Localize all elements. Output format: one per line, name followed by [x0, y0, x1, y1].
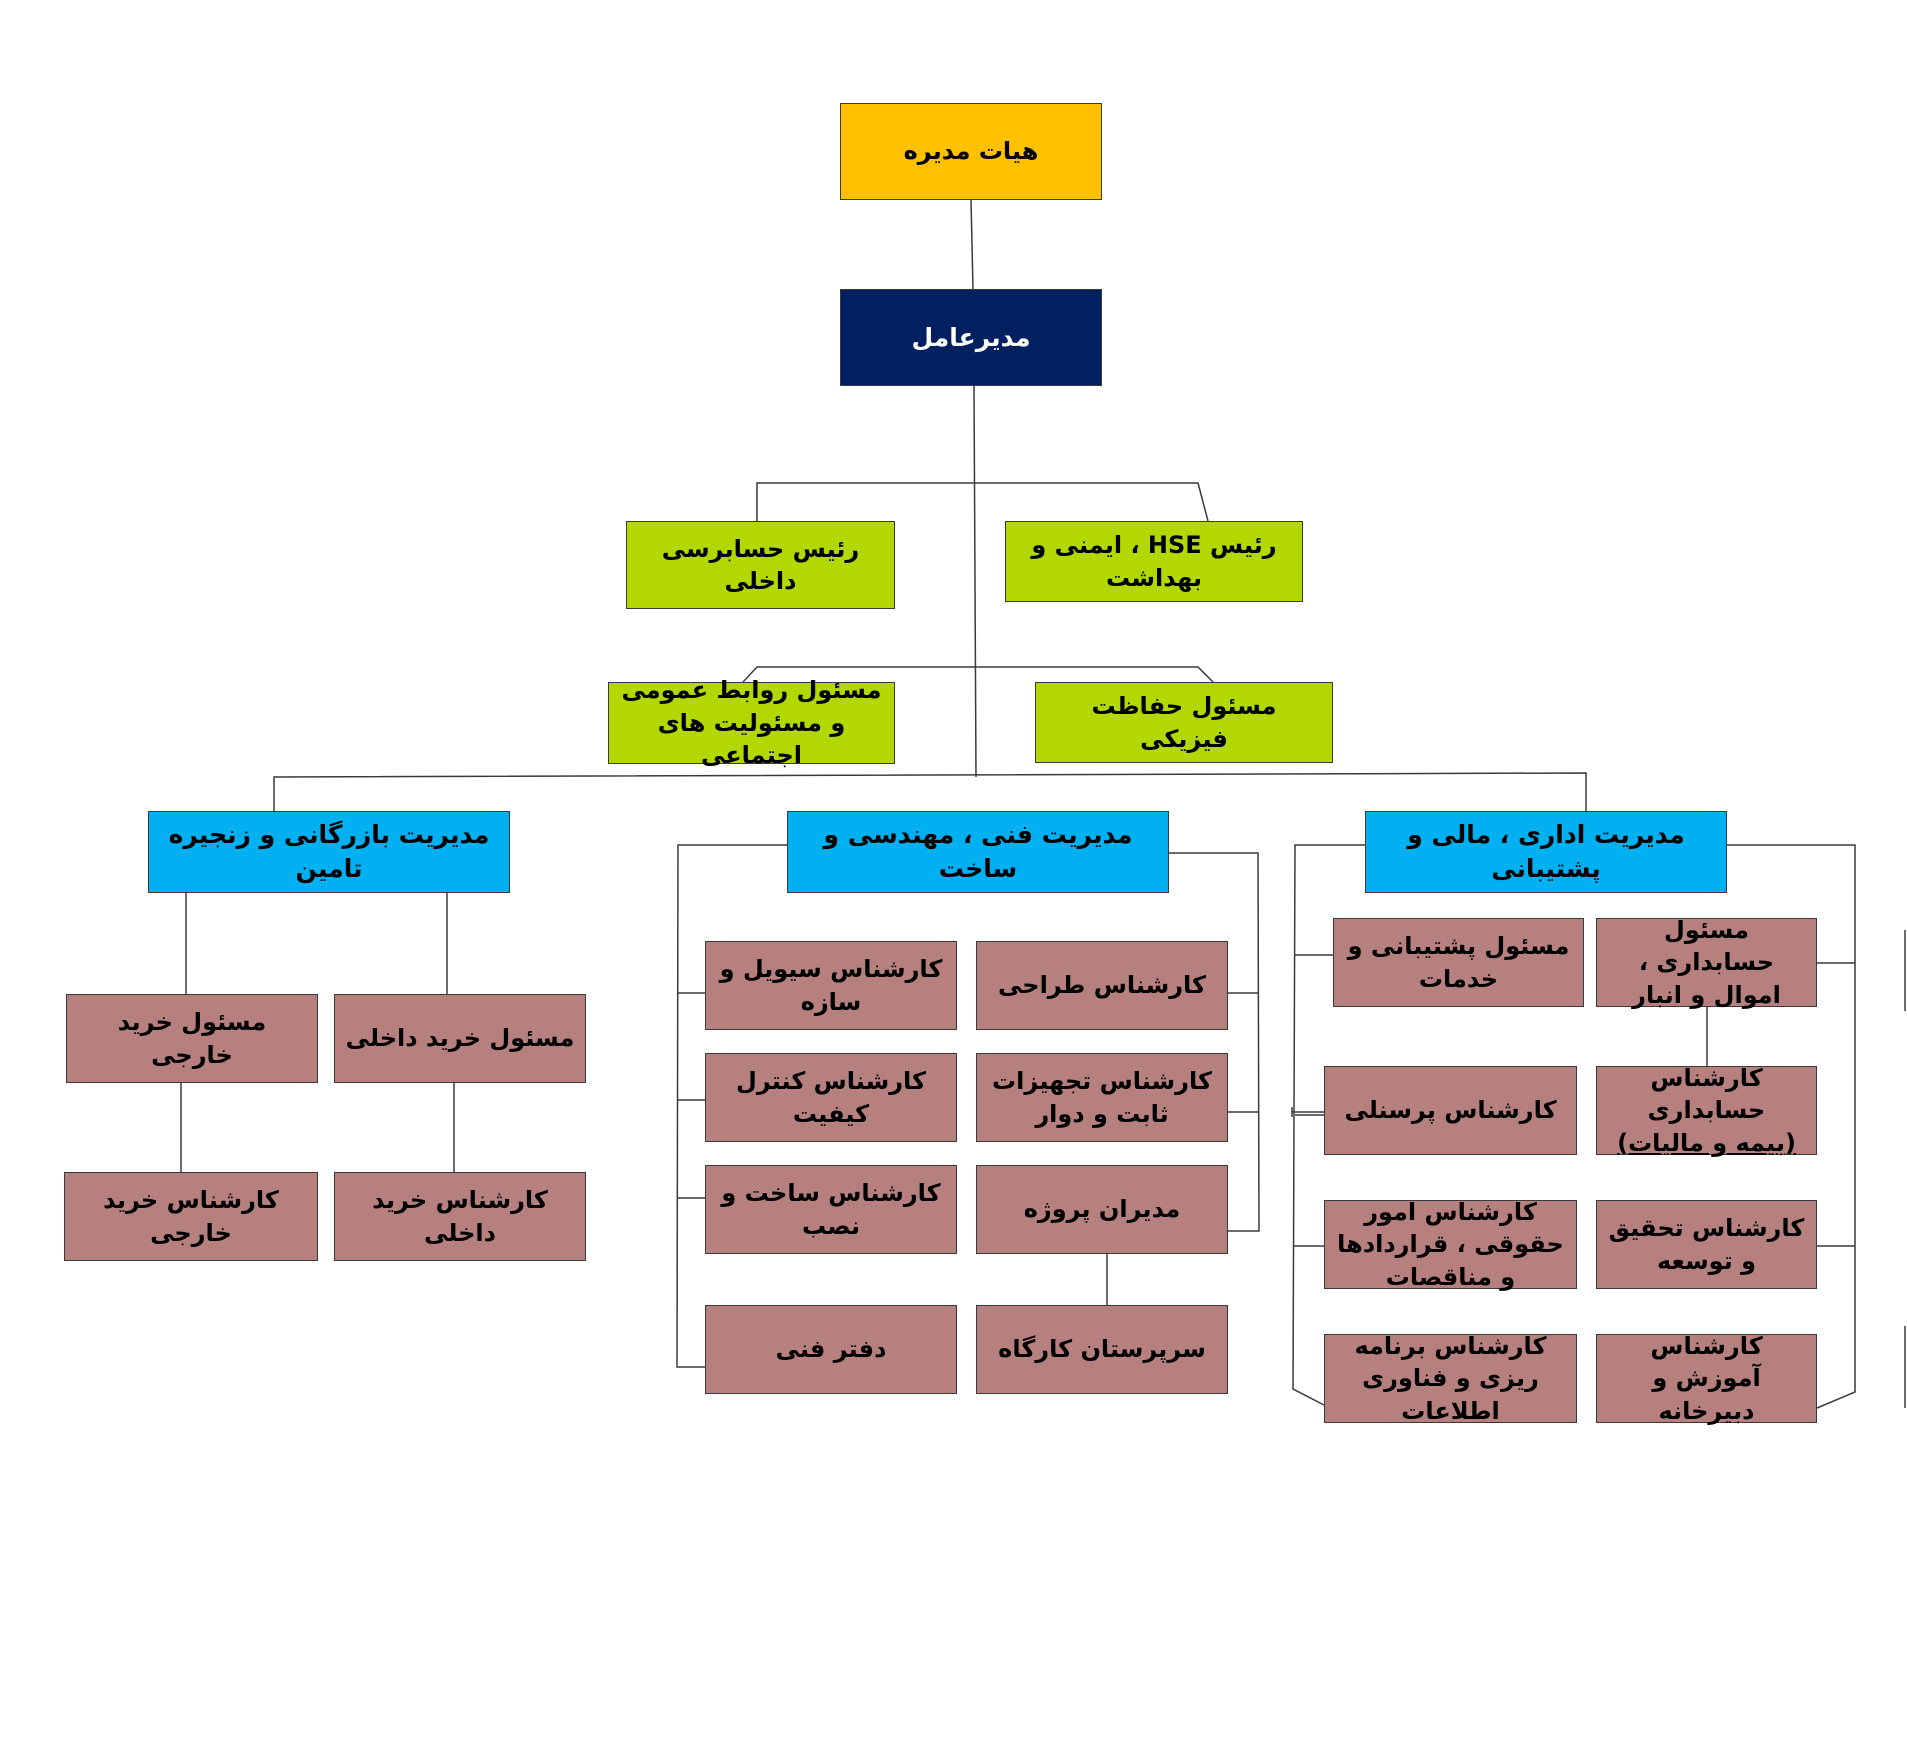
foreign-purchase-expert-node: کارشناس خرید خارجی — [64, 1172, 318, 1261]
it-planning-expert-node: کارشناس برنامه ریزی و فناوری اطلاعات — [1324, 1332, 1577, 1425]
technical-management-label: مدیریت فنی ، مهندسی و ساخت — [823, 820, 1133, 883]
physical-security-node: مسئول حفاظت فیزیکی — [1035, 682, 1333, 763]
internal-audit-node: رئیس حسابرسی داخلی — [626, 521, 895, 609]
hse-head-label: رئیس HSE ، ایمنی و بهداشت — [1031, 531, 1277, 592]
connector-line — [273, 772, 1587, 811]
connector-line — [1292, 844, 1365, 1406]
training-expert-node: کارشناس آموزش و دبیرخانه — [1596, 1332, 1817, 1425]
technical-management-node: مدیریت فنی ، مهندسی و ساخت — [787, 811, 1169, 893]
site-supervisor-label: سرپرستان کارگاه — [998, 1335, 1206, 1364]
commerce-management-label: مدیریت بازرگانی و زنجیره تامین — [168, 820, 490, 883]
hse-head-node: رئیس HSE ، ایمنی و بهداشت — [1005, 521, 1303, 602]
construction-expert-label: کارشناس ساخت و نصب — [721, 1179, 941, 1240]
quality-expert-label: کارشناس کنترل کیفیت — [736, 1067, 926, 1128]
board-label: هیات مدیره — [903, 137, 1039, 166]
project-managers-label: مدیران پروژه — [1023, 1195, 1181, 1224]
legal-expert-label: کارشناس امور حقوقی ، قراردادها و مناقصات — [1337, 1197, 1564, 1291]
connector-line — [1169, 852, 1260, 1232]
connector-line — [676, 844, 787, 1368]
foreign-purchase-expert-label: کارشناس خرید خارجی — [103, 1186, 279, 1247]
domestic-purchase-expert-label: کارشناس خرید داخلی — [372, 1186, 548, 1247]
rnd-expert-label: کارشناس تحقیق و توسعه — [1608, 1214, 1805, 1275]
domestic-purchase-officer-label: مسئول خرید داخلی — [345, 1024, 575, 1053]
personnel-expert-node: کارشناس پرسنلی — [1324, 1066, 1577, 1155]
connector-line — [742, 666, 1214, 683]
support-officer-label: مسئول پشتیبانی و خدمات — [1347, 932, 1570, 993]
connector-line — [1727, 844, 1856, 1409]
civil-expert-label: کارشناس سیویل و سازه — [719, 955, 943, 1016]
commerce-management-node: مدیریت بازرگانی و زنجیره تامین — [148, 811, 510, 893]
internal-audit-label: رئیس حسابرسی داخلی — [661, 534, 860, 595]
quality-expert-node: کارشناس کنترل کیفیت — [705, 1053, 957, 1142]
admin-finance-management-label: مدیریت اداری ، مالی و پشتیبانی — [1407, 820, 1685, 883]
design-expert-node: کارشناس طراحی — [976, 941, 1228, 1030]
accounting-officer-label: مسئول حسابداری ، اموال و انبار — [1632, 915, 1781, 1009]
equipment-expert-label: کارشناس تجهیزات ثابت و دوار — [992, 1067, 1212, 1128]
project-managers-node: مدیران پروژه — [976, 1165, 1228, 1254]
accounting-officer-node: مسئول حسابداری ، اموال و انبار — [1596, 916, 1817, 1009]
board-node: هیات مدیره — [840, 103, 1102, 200]
technical-office-label: دفتر فنی — [775, 1335, 887, 1364]
accounting-expert-node: کارشناس حسابداری (بیمه و مالیات) — [1596, 1064, 1817, 1157]
connector-line — [970, 199, 974, 290]
training-expert-label: کارشناس آموزش و دبیرخانه — [1650, 1331, 1763, 1425]
construction-expert-node: کارشناس ساخت و نصب — [705, 1165, 957, 1254]
public-relations-label: مسئول روابط عمومی و مسئولیت های اجتماعی — [621, 676, 882, 770]
design-expert-label: کارشناس طراحی — [998, 971, 1207, 1000]
accounting-expert-label: کارشناس حسابداری — [1647, 1063, 1766, 1125]
foreign-purchase-officer-label: مسئول خرید خارجی — [117, 1008, 267, 1069]
equipment-expert-node: کارشناس تجهیزات ثابت و دوار — [976, 1053, 1228, 1142]
ceo-label: مدیرعامل — [911, 322, 1031, 352]
personnel-expert-label: کارشناس پرسنلی — [1344, 1096, 1557, 1125]
it-planning-expert-label: کارشناس برنامه ریزی و فناوری اطلاعات — [1354, 1331, 1547, 1425]
public-relations-node: مسئول روابط عمومی و مسئولیت های اجتماعی — [608, 676, 895, 769]
domestic-purchase-officer-node: مسئول خرید داخلی — [334, 994, 586, 1083]
ceo-node: مدیرعامل — [840, 289, 1102, 386]
foreign-purchase-officer-node: مسئول خرید خارجی — [66, 994, 318, 1083]
civil-expert-node: کارشناس سیویل و سازه — [705, 941, 957, 1030]
physical-security-label: مسئول حفاظت فیزیکی — [1091, 692, 1277, 753]
site-supervisor-node: سرپرستان کارگاه — [976, 1305, 1228, 1394]
support-officer-node: مسئول پشتیبانی و خدمات — [1333, 918, 1584, 1007]
rnd-expert-node: کارشناس تحقیق و توسعه — [1596, 1200, 1817, 1289]
legal-expert-node: کارشناس امور حقوقی ، قراردادها و مناقصات — [1324, 1198, 1577, 1291]
accounting-expert-sublabel: (بیمه و مالیات) — [1617, 1128, 1796, 1157]
domestic-purchase-expert-node: کارشناس خرید داخلی — [334, 1172, 586, 1261]
technical-office-node: دفتر فنی — [705, 1305, 957, 1394]
admin-finance-management-node: مدیریت اداری ، مالی و پشتیبانی — [1365, 811, 1727, 893]
connector-line — [973, 385, 977, 778]
